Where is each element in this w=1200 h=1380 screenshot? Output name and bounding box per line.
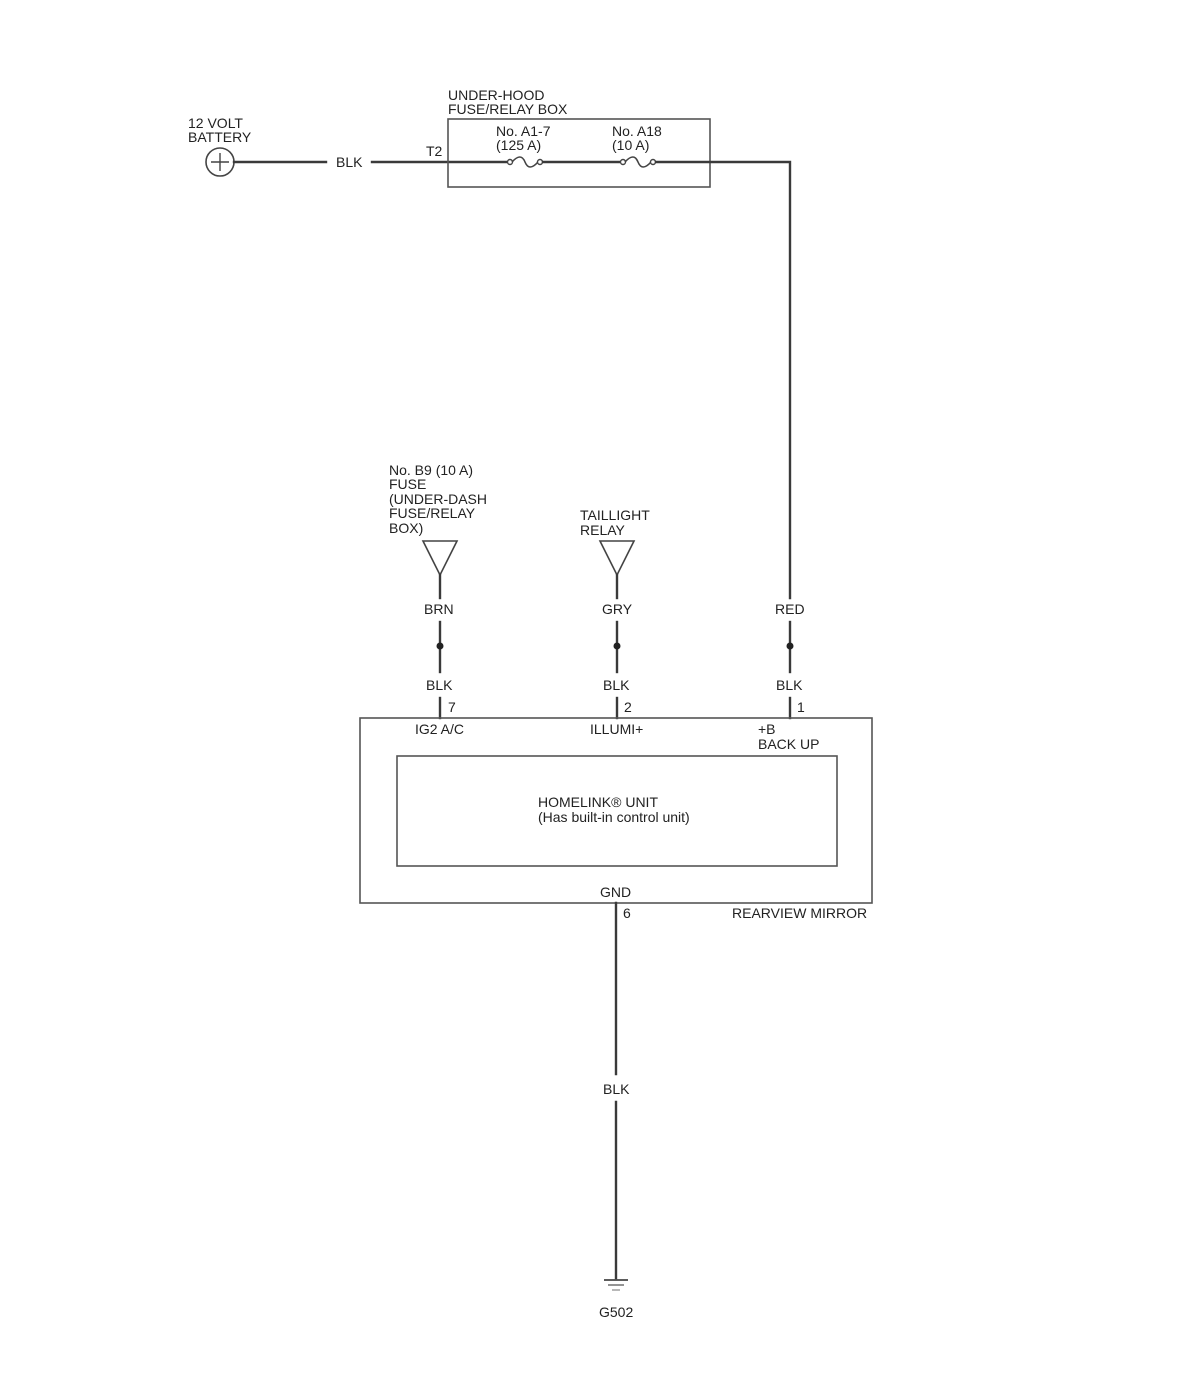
mirror-pin1-label-line1: +B [758, 721, 776, 737]
mirror-pin2: 2 [624, 699, 632, 715]
mirror-pin7-label: IG2 A/C [415, 721, 464, 737]
ground-point-label: G502 [599, 1304, 633, 1320]
underhood-box-title-line2: FUSE/RELAY BOX [448, 101, 568, 117]
underhood-box-title-line1: UNDER-HOOD [448, 87, 544, 103]
taillight-relay-source-symbol [598, 540, 636, 577]
fuse-a1-7-symbol [506, 156, 544, 168]
mirror-pin2-label: ILLUMI+ [590, 721, 643, 737]
right-wire-lower-color: BLK [776, 677, 803, 693]
left-wire-upper-color: BRN [424, 601, 454, 617]
fuse-b9-label-line3: (UNDER-DASH [389, 491, 487, 507]
battery-label-line2: BATTERY [188, 129, 252, 145]
homelink-unit-box [396, 755, 838, 867]
fuse-a1-7-label-line2: (125 A) [496, 137, 541, 153]
mirror-pin6: 6 [623, 905, 631, 921]
red-splice-point [786, 642, 794, 650]
gry-splice-point [613, 642, 621, 650]
mirror-gnd-label: GND [600, 884, 631, 900]
battery-label-line1: 12 VOLT [188, 115, 243, 131]
red-wire-upper [654, 160, 792, 600]
mirror-pin1-label-line2: BACK UP [758, 736, 819, 752]
ground-icon [604, 1279, 628, 1291]
fuse-b9-source-symbol [421, 540, 459, 577]
brn-splice-point [436, 642, 444, 650]
rearview-mirror-label: REARVIEW MIRROR [732, 905, 867, 921]
homelink-unit-label-line1: HOMELINK® UNIT [538, 794, 658, 810]
fuse-b9-label-line4: FUSE/RELAY [389, 505, 476, 521]
battery-symbol [205, 147, 235, 177]
left-wire-lower-color: BLK [426, 677, 453, 693]
mirror-pin1: 1 [797, 699, 805, 715]
fuse-a18-symbol [619, 156, 657, 168]
fuse-b9-label-line2: FUSE [389, 476, 426, 492]
ground-wire-color: BLK [603, 1081, 630, 1097]
fuse-a18-label-line2: (10 A) [612, 137, 649, 153]
mirror-pin7: 7 [448, 699, 456, 715]
battery-wire-color: BLK [336, 154, 363, 170]
fuse-a18-label-line1: No. A18 [612, 123, 662, 139]
mid-wire-upper-color: GRY [602, 601, 633, 617]
fuse-b9-label-line5: BOX) [389, 520, 423, 536]
mid-wire-lower-color: BLK [603, 677, 630, 693]
homelink-unit-label-line2: (Has built-in control unit) [538, 809, 690, 825]
taillight-relay-label-line2: RELAY [580, 522, 626, 538]
underhood-terminal-t2: T2 [426, 143, 443, 159]
red-wire-color: RED [775, 601, 805, 617]
taillight-relay-label-line1: TAILLIGHT [580, 507, 650, 523]
fuse-b9-label-line1: No. B9 (10 A) [389, 462, 473, 478]
fuse-a1-7-label-line1: No. A1-7 [496, 123, 551, 139]
underhood-fuse-relay-box [447, 118, 711, 188]
